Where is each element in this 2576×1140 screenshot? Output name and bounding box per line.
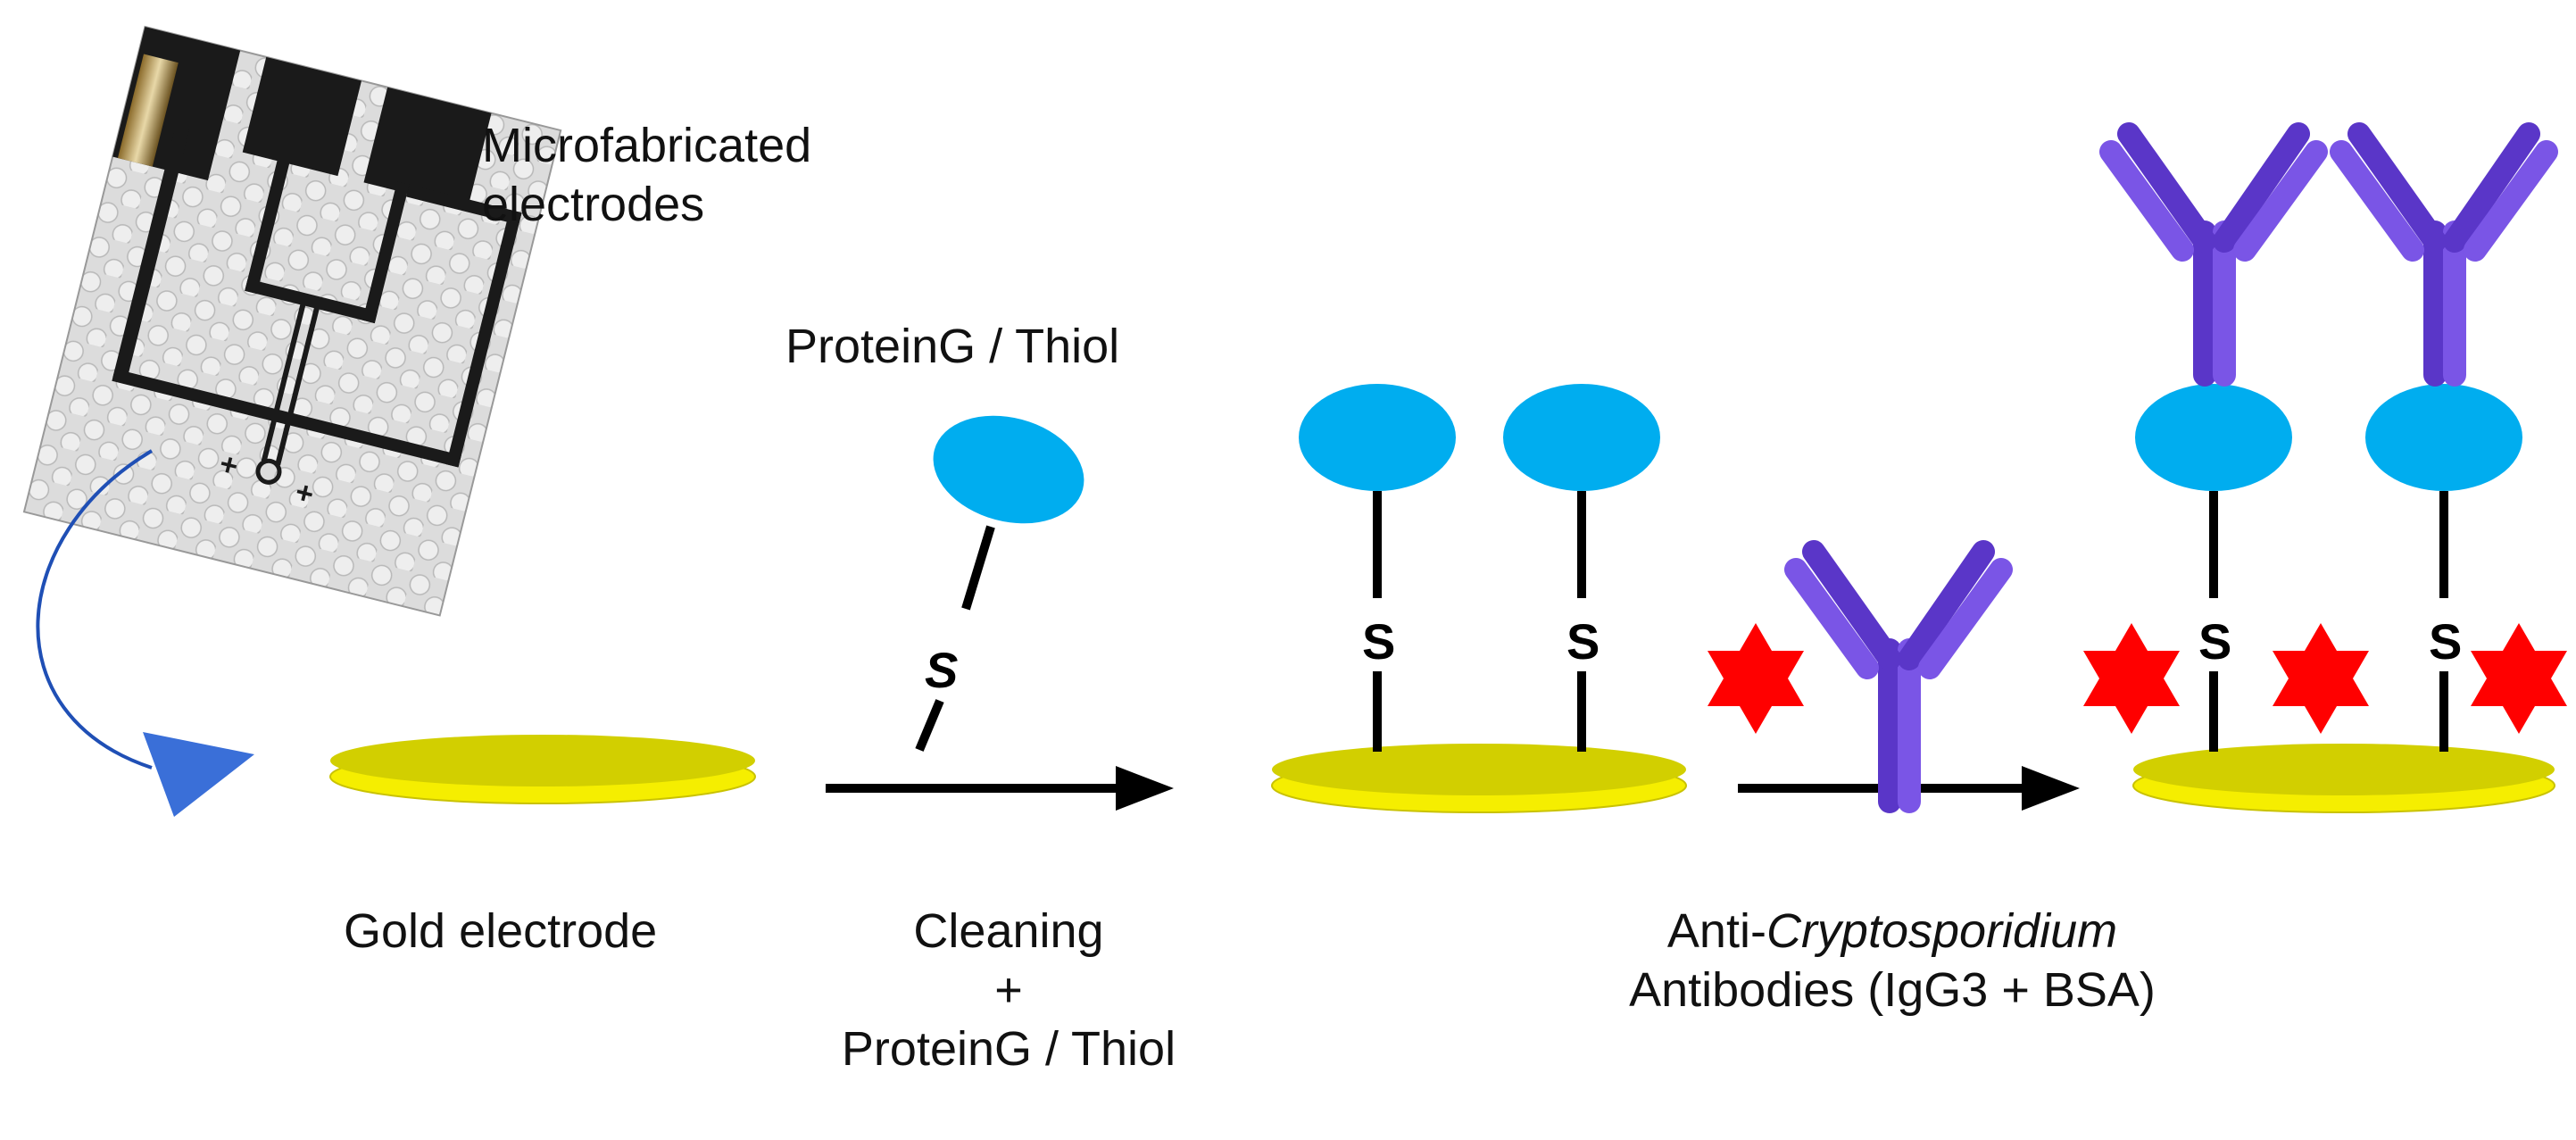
svg-text:S: S [2429,613,2462,670]
gold-electrode-antibody [2132,744,2555,813]
svg-text:S: S [2198,613,2231,670]
bsa-star-reagent [1708,623,1804,734]
gold-electrode-bare [329,735,756,804]
immobilized-stack-2: S [2330,122,2558,752]
gold-electrode-proteing: S S [1271,384,1687,813]
bsa-star-2 [2273,623,2369,734]
step1-caption-line3: ProteinG / Thiol [841,1022,1176,1076]
svg-text:S: S [925,642,958,698]
step2-caption-line1: Anti-Cryptosporidium [1571,902,2214,961]
curved-arrow [36,449,154,770]
bsa-star-3 [2471,623,2567,734]
photo-title-line1: Microfabricated [482,119,812,172]
step1-caption: Cleaning + ProteinG / Thiol [821,902,1196,1078]
proteing-thiol-label: ProteinG / Thiol [785,320,1120,373]
step1-caption-line1: Cleaning [913,904,1104,958]
gold-electrode-label: Gold electrode [344,904,658,958]
step1-caption-line2: + [994,963,1023,1017]
step2-organism: Cryptosporidium [1766,904,2118,958]
process-arrow-1 [826,766,1174,811]
photo-title: Microfabricated electrodes [482,116,811,234]
antibody-reagent [1784,540,2013,813]
svg-text:S: S [1362,613,1395,670]
step2-caption-line2: Antibodies (IgG3 + BSA) [1629,963,2156,1017]
immobilized-stack-1: S [2099,122,2328,752]
proteing-thiol-free: S [915,415,1084,752]
bsa-star-1 [2083,623,2180,734]
svg-text:S: S [1566,613,1600,670]
step2-caption: Anti-Cryptosporidium Antibodies (IgG3 + … [1571,902,2214,1019]
step2-prefix: Anti- [1666,904,1766,958]
photo-title-line2: electrodes [482,178,705,231]
curved-arrow-head [143,732,254,817]
electrode-photo: + + [22,25,562,617]
